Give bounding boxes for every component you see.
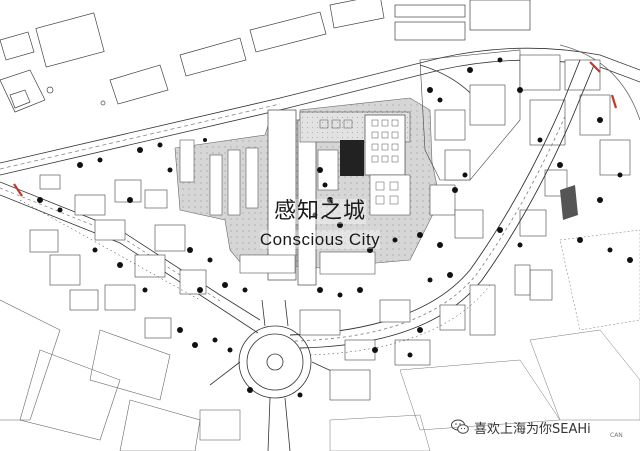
watermark-text: 喜欢上海为你SEAHi	[474, 421, 591, 437]
southeast-context	[329, 229, 640, 451]
south-central-blocks	[299, 264, 553, 401]
plaza-kiosks	[319, 119, 399, 205]
central-plaza	[174, 97, 441, 286]
southwest-context	[0, 299, 241, 451]
trees	[37, 57, 633, 398]
watermark: 喜欢上海为你SEAHi	[451, 417, 591, 437]
map-title-english: Conscious City	[259, 230, 381, 249]
tree-rows	[19, 199, 491, 356]
main-boulevard	[0, 181, 261, 334]
northwest-blocks	[0, 0, 531, 113]
watermark-tail: CAN	[610, 432, 623, 439]
red-markers	[13, 61, 618, 197]
wechat-icon	[451, 419, 469, 434]
northeast-grey-block	[560, 185, 578, 220]
west-cluster	[29, 174, 207, 339]
map-title-chinese: 感知之城	[273, 199, 366, 224]
